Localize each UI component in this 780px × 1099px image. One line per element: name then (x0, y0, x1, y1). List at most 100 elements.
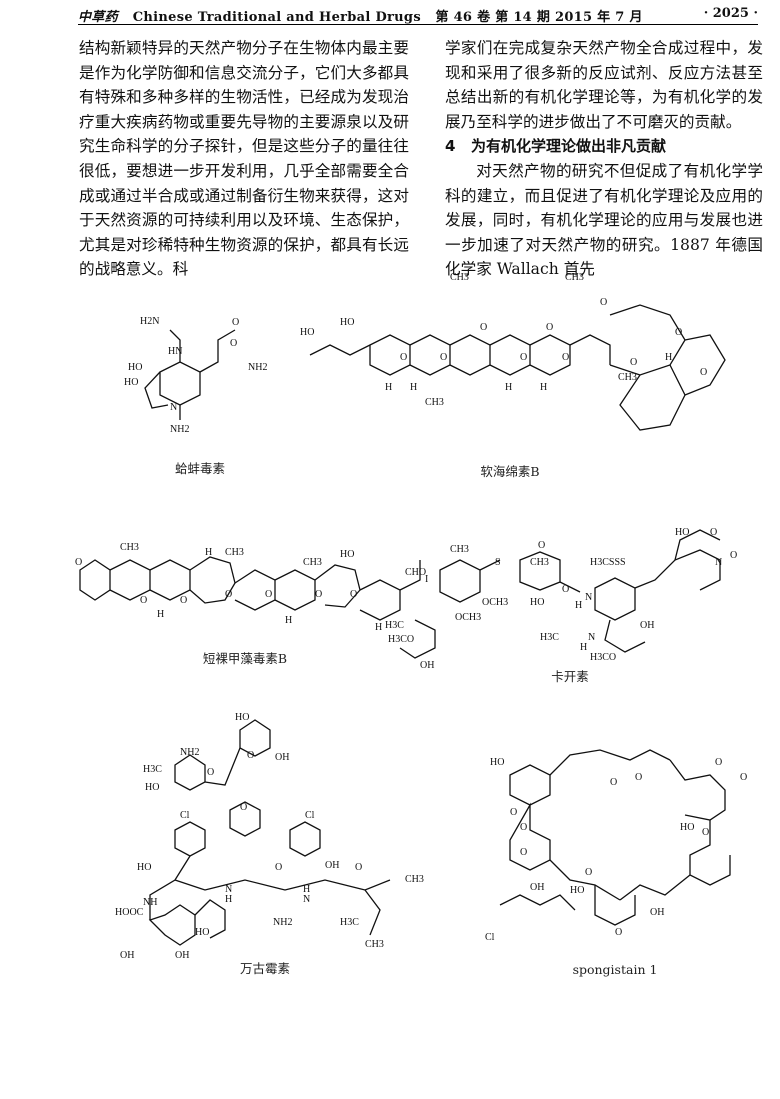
section-number: 4 (445, 137, 456, 156)
atom-label: H (225, 894, 232, 905)
atom-label: O (355, 862, 362, 873)
atom-label: O (140, 595, 147, 606)
atom-label: N (715, 557, 722, 568)
atom-label: CH3 (303, 557, 322, 568)
atom-label: H (285, 615, 292, 626)
atom-label: O (702, 827, 709, 838)
figure-caption-4: 卡开素 (551, 669, 589, 684)
atom-label: O (546, 322, 553, 333)
atom-label: N (588, 632, 595, 643)
atom-label: NH2 (273, 917, 292, 928)
atom-label: O (275, 862, 282, 873)
atom-label: CH3 (120, 542, 139, 553)
atom-label: H (540, 382, 547, 393)
figure-structure-3: CH3 O O O H H CH3 O H CH3 HO CHO O H O O (75, 535, 435, 630)
atom-label: HO (124, 377, 138, 388)
atom-label: HO (128, 362, 142, 373)
atom-label: N (303, 894, 310, 905)
atom-label: OCH3 (455, 612, 481, 623)
atom-label: H3C (143, 764, 162, 775)
atom-label: OH (650, 907, 664, 918)
atom-label: O (615, 927, 622, 938)
atom-label: O (700, 367, 707, 378)
atom-label: HN (168, 346, 182, 357)
atom-label: O (440, 352, 447, 363)
figure-structure-4: H3CSSS HO O N O CH3 I S O CH3 OCH3 OCH3 … (380, 520, 770, 670)
atom-label: CH3 (450, 272, 469, 283)
atom-label: HO (490, 757, 504, 768)
atom-label: HO (235, 712, 249, 723)
atom-label: O (538, 540, 545, 551)
atom-label: OH (175, 950, 189, 961)
atom-label: N (585, 592, 592, 603)
atom-label: O (315, 589, 322, 600)
atom-label: CH3 (425, 397, 444, 408)
atom-label: H3CSSS (590, 557, 626, 568)
atom-label: O (730, 550, 737, 561)
atom-label: H (157, 609, 164, 620)
atom-label: OH (640, 620, 654, 631)
atom-label: O (740, 772, 747, 783)
figure-caption-6: spongistain 1 (572, 962, 658, 977)
atom-label: OH (530, 882, 544, 893)
issue-info: 第 46 卷 第 14 期 2015 年 7 月 (435, 10, 643, 25)
atom-label: NH2 (248, 362, 267, 373)
figure-structure-5: NH2 H3C HO O O HO OH Cl Cl HO OH O N H H… (115, 710, 435, 965)
atom-label: H3C (540, 632, 559, 643)
atom-label: CHO (405, 567, 426, 578)
atom-label: NH2 (170, 424, 189, 435)
atom-label: O (600, 297, 607, 308)
atom-label: H3CO (590, 652, 616, 663)
atom-label: O (247, 750, 254, 761)
atom-label: H3C (385, 620, 404, 631)
atom-label: HOOC (115, 907, 144, 918)
header-journal: 中草药 Chinese Traditional and Herbal Drugs… (78, 6, 643, 25)
atom-label: O (510, 807, 517, 818)
atom-label: O (265, 589, 272, 600)
figure-structure-1: H2N HN HO HO O NH2 O N NH2 (120, 310, 280, 450)
atom-label: HO (530, 597, 544, 608)
atom-label: HO (137, 862, 151, 873)
atom-label: NH (143, 897, 157, 908)
atom-label: HO (340, 317, 354, 328)
atom-label: H (505, 382, 512, 393)
atom-label: OH (275, 752, 289, 763)
atom-label: H (205, 547, 212, 558)
atom-label: H (375, 622, 382, 630)
section-title: 为有机化学理论做出非凡贡献 (471, 137, 667, 156)
atom-label: O (562, 584, 569, 595)
journal-title-en: Chinese Traditional and Herbal Drugs (132, 10, 421, 25)
figure-caption-1: 蛤蚌毒素 (174, 461, 225, 476)
figure-structure-2: HO HO H H O O O O O O H H CH3 CH3 CH3 O … (300, 265, 760, 445)
atom-label: O (75, 557, 82, 568)
atom-label: Cl (485, 932, 495, 943)
atom-label: H (665, 352, 672, 363)
atom-label: HO (300, 327, 314, 338)
atom-label: CH3 (450, 544, 469, 555)
atom-label: OCH3 (482, 597, 508, 608)
atom-label: O (520, 822, 527, 833)
atom-label: HO (570, 885, 584, 896)
atom-label: O (520, 847, 527, 858)
atom-label: O (225, 589, 232, 600)
atom-label: CH3 (530, 557, 549, 568)
atom-label: CH3 (405, 874, 424, 885)
atom-label: O (710, 527, 717, 538)
atom-label: N (225, 884, 232, 895)
right-paragraph-1: 学家们在完成复杂天然产物全合成过程中，发现和采用了很多新的反应试剂、反应方法甚至… (445, 39, 763, 131)
atom-label: HO (680, 822, 694, 833)
atom-label: CH3 (225, 547, 244, 558)
atom-label: HO (145, 782, 159, 793)
atom-label: O (675, 327, 682, 338)
structure-drawing-3: CH3 O O O H H CH3 O H CH3 HO CHO O H O O (75, 542, 426, 630)
atom-label: O (520, 352, 527, 363)
atom-label: CH3 (565, 272, 584, 283)
atom-label: H3CO (388, 634, 414, 645)
structure-drawing-1: H2N HN HO HO O NH2 O N NH2 (124, 316, 267, 435)
atom-label: HO (675, 527, 689, 538)
atom-label: O (230, 338, 237, 349)
left-column: 结构新颖特异的天然产物分子在生物体内最主要是作为化学防御和信息交流分子，它们大多… (79, 36, 409, 282)
atom-label: CH3 (365, 939, 384, 950)
right-paragraph-2: 对天然产物的研究不但促成了有机化学学科的建立，而且促进了有机化学理论及应用的发展… (445, 161, 763, 279)
structure-drawing-2: HO HO H H O O O O O O H H CH3 CH3 CH3 O … (300, 272, 726, 431)
